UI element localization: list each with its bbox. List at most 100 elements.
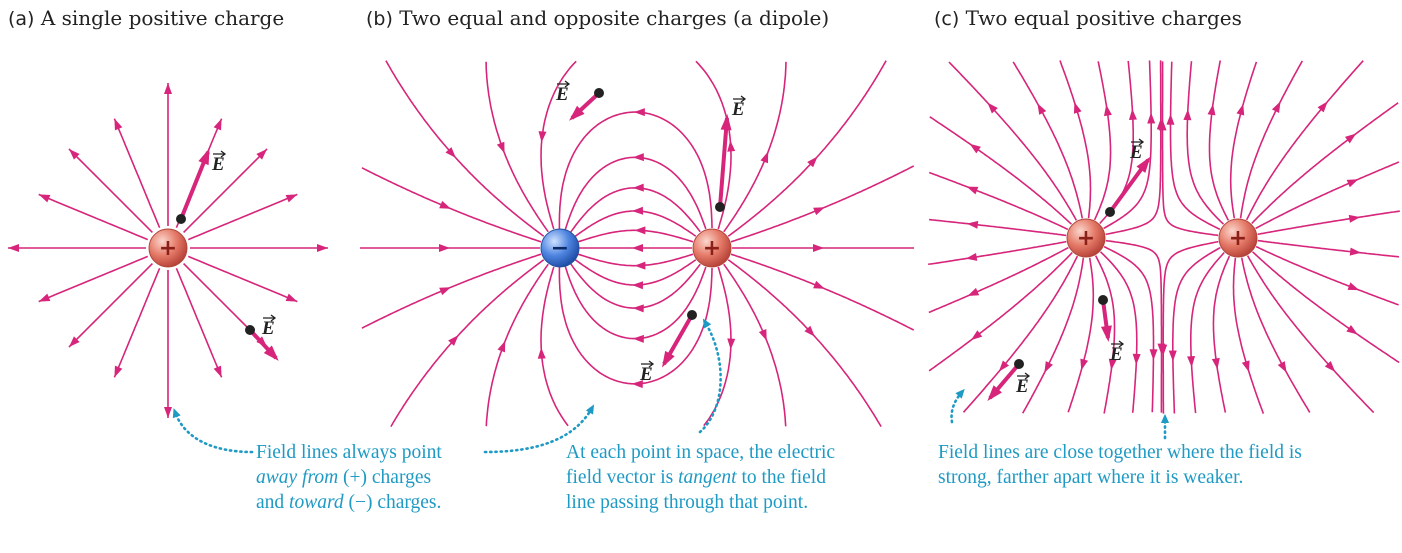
e-vector-a2-label: E (261, 318, 275, 339)
panel-c-field-line-18 (1103, 60, 1152, 230)
panel-a-arrowhead-3 (213, 365, 222, 378)
e-vector-c2-point (1098, 295, 1108, 305)
panel-c-arrowhead-36 (1317, 101, 1328, 113)
panel-c-field-line-15 (1059, 60, 1092, 219)
panel-c-arrowhead-7 (971, 330, 983, 341)
panel-a-arrowhead-5 (114, 365, 123, 378)
panel-b-field-line-1 (730, 253, 915, 331)
panel-b-field-line-2 (727, 259, 882, 428)
panel-b-arrowhead-1 (813, 280, 825, 289)
panel-a-field-line-9 (38, 193, 149, 241)
caption-pointers (172, 318, 1170, 454)
panel-b-field-line-19 (730, 165, 915, 243)
e-vector-b2-point (715, 202, 725, 212)
panel-c-arrowhead-26 (1211, 357, 1220, 370)
panel-c-field-line-19 (1105, 60, 1162, 236)
panel-b-arrowhead-25 (439, 200, 451, 209)
panel-c-field-line-10 (929, 218, 1067, 237)
panel-b-field-line-26 (385, 60, 545, 237)
pointer-b-right (698, 318, 722, 434)
panel-b-arrowhead-28 (538, 131, 547, 143)
panel-c-arrowhead-23 (1324, 361, 1336, 372)
panel-c-field-line-0 (1105, 239, 1163, 413)
panel-c-arrowhead-17 (1128, 108, 1137, 120)
caption-tangent-line1: At each point in space, the electric (566, 442, 836, 463)
panel-c-arrowhead-38 (1346, 179, 1359, 188)
panel-b-arrowhead-4 (727, 338, 736, 350)
panel-a-arrowhead-8 (8, 244, 19, 252)
panel-b-title: (b) Two equal and opposite charges (a di… (366, 6, 829, 30)
panel-b-arrowhead-7 (632, 304, 644, 313)
caption-field-direction-line2: away from (+) charges (256, 465, 442, 490)
panel-b-arrowhead-24 (438, 243, 450, 252)
caption-positive-charges: (+) charges (338, 467, 432, 488)
panel-a-field-line-1 (187, 255, 298, 303)
panel-b-arrowhead-23 (439, 287, 451, 296)
panel-a-field-line-11 (113, 118, 161, 229)
panel-c-field-line-2 (1099, 251, 1138, 413)
caption-negative-charges: (−) charges. (343, 492, 442, 513)
caption-tangent-line3: line passing through that point. (566, 492, 809, 513)
e-vector-c3-head (987, 385, 1002, 402)
panel-c-tag: (c) (934, 8, 960, 30)
panel-b-arrowhead-18 (807, 156, 818, 168)
panel-b-arrowhead-20 (537, 347, 546, 359)
panel-c-field-line-5 (1021, 257, 1085, 414)
positive-charge-c1-sign: + (1077, 226, 1095, 251)
panel-b-field-line-23 (361, 253, 542, 329)
positive-charge-a (148, 228, 188, 268)
panel-c-field-line-24 (1240, 257, 1311, 413)
panel-b-arrowhead-11 (634, 226, 646, 235)
panel-c-arrowhead-11 (966, 186, 979, 195)
e-vector-a1-shaft (179, 151, 210, 220)
caption-tangent-rest: to the field (736, 467, 826, 488)
panel-c-arrowhead-6 (998, 360, 1010, 372)
panel-a-field-line-6 (68, 263, 153, 348)
panel-b-field-line-11 (575, 229, 694, 244)
panel-a-field-line-10 (68, 148, 153, 233)
pointer-c-left (950, 388, 965, 424)
positive-charge-a-sign: + (159, 236, 177, 261)
panel-a-tag: (a) (8, 8, 35, 30)
panel-c-field-line-21 (1255, 245, 1399, 306)
e-vector-c1-label: E (1129, 142, 1143, 163)
panel-b-tag: (b) (366, 8, 393, 30)
panel-c-arrowhead-16 (1103, 104, 1112, 117)
panel-c-arrowhead-29 (1159, 344, 1168, 356)
e-vector-c3-label: E (1015, 376, 1029, 397)
panel-b-field-line-8 (572, 257, 697, 286)
panel-c-arrowhead-24 (1277, 361, 1287, 373)
panel-c-arrowhead-2 (1132, 353, 1141, 365)
panel-b-arrowhead-12 (631, 206, 644, 215)
e-vector-a1-label: E (211, 154, 225, 175)
panel-b-arrowhead-3 (758, 329, 767, 341)
panel-c-field-line-28 (1172, 246, 1221, 414)
panel-c-arrowhead-18 (1147, 112, 1156, 124)
positive-charge-b-sign: + (703, 236, 721, 261)
panel-b-arrowhead-22 (448, 335, 459, 346)
e-vector-c3-point (1014, 359, 1024, 369)
panel-c-arrowhead-13 (987, 102, 998, 114)
panel-c-arrowhead-35 (1271, 101, 1281, 114)
panel-c-field-line-37 (1251, 102, 1399, 225)
panel-b-field-line-3 (723, 263, 787, 427)
panel-b-arrowhead-2 (804, 325, 815, 337)
panel-c-arrowhead-25 (1241, 360, 1250, 373)
panel-b-field-line-21 (485, 263, 549, 427)
e-vector-b1-point (594, 88, 604, 98)
panel-c-arrowhead-22 (1346, 324, 1358, 335)
panel-c-field-line-22 (1251, 251, 1400, 364)
panel-b-dipole (360, 60, 915, 428)
panel-a-title-text: A single positive charge (40, 6, 285, 30)
panel-b-field-line-12 (572, 210, 697, 239)
panel-b-arrowhead-5 (631, 380, 643, 389)
negative-charge-b (540, 228, 580, 268)
panel-c-title-text: Two equal positive charges (965, 6, 1242, 30)
panel-b-field-line-18 (727, 60, 887, 237)
caption-density: Field lines are close together where the… (938, 440, 1302, 490)
panel-a-field-line-14 (183, 148, 268, 233)
panel-b-arrowhead-13 (632, 183, 644, 192)
panel-c-field-line-23 (1246, 255, 1375, 414)
caption-and: and (256, 492, 290, 513)
